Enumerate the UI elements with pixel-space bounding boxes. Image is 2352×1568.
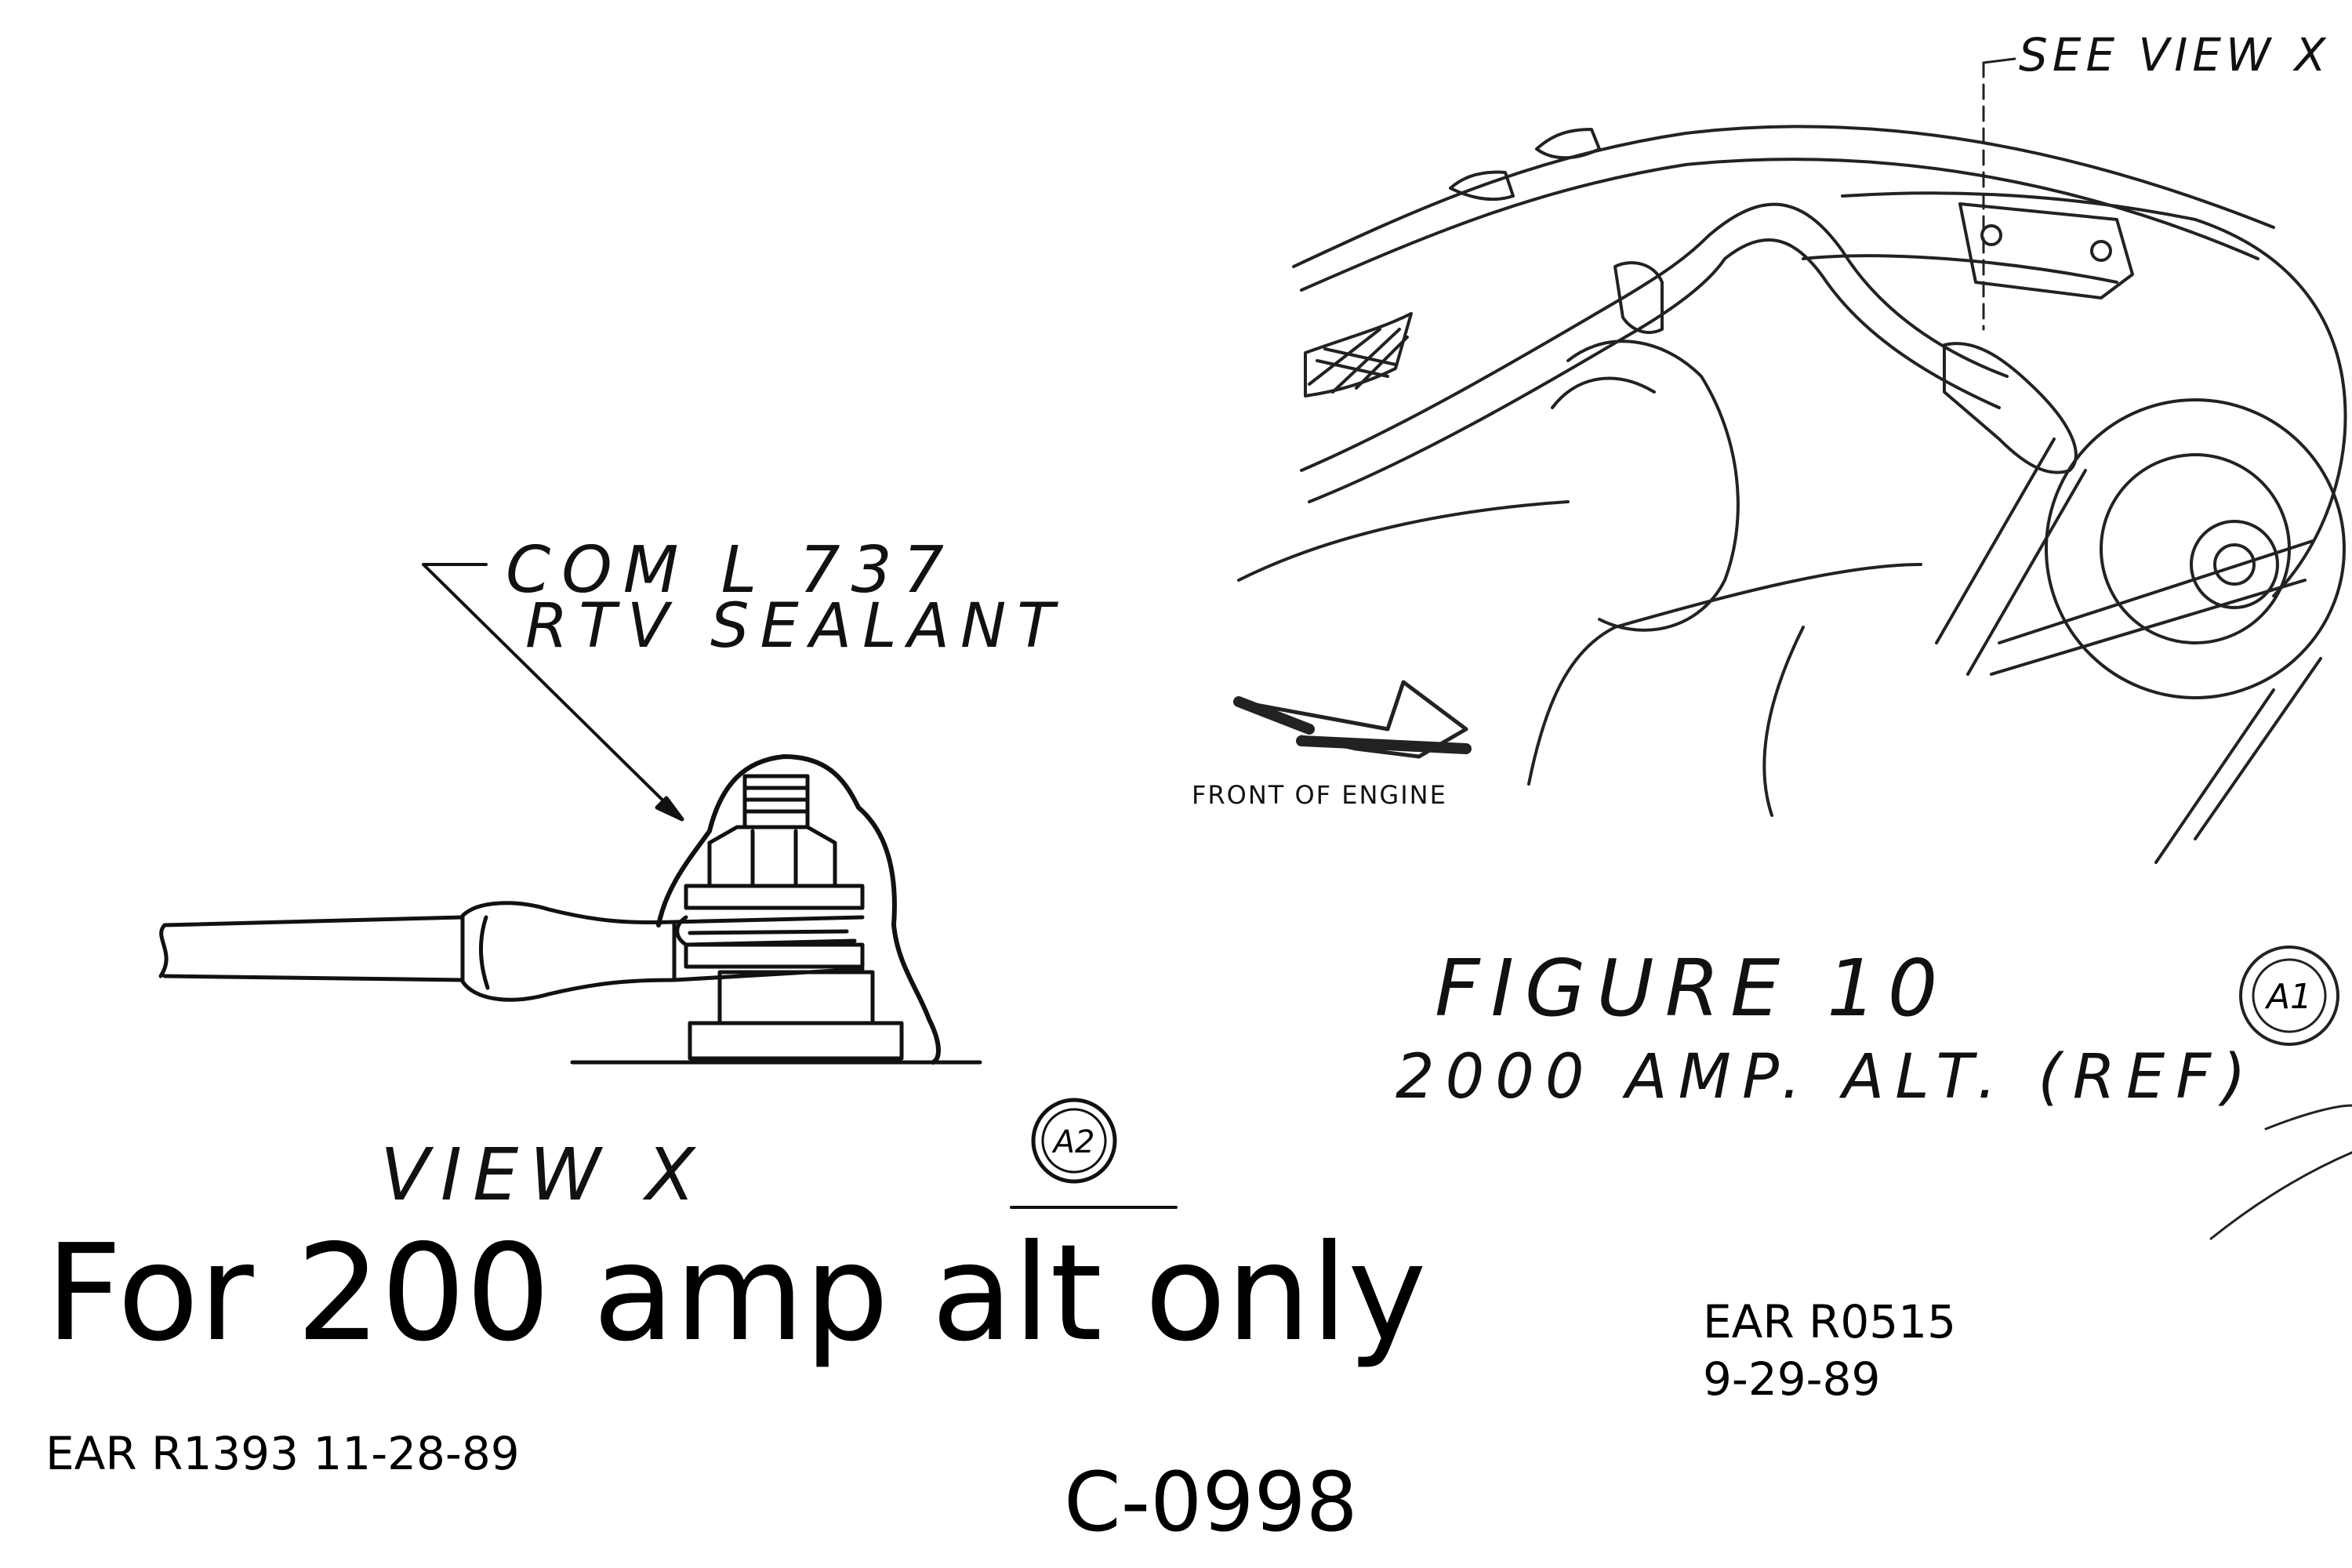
figure-title: FIGURE 10: [1435, 942, 1948, 1034]
harness-upper: [1292, 125, 2275, 268]
callout-arrowhead: [655, 796, 684, 822]
connector-2: [1535, 128, 1601, 160]
ear-right-line2: 9-29-89: [1703, 1352, 1881, 1406]
ear-right-line1: EAR R0515: [1703, 1295, 1956, 1348]
main-caption: For 200 amp alt only: [45, 1216, 1427, 1371]
stamp-a2-inner: [1041, 1108, 1107, 1174]
terminal-boot: [460, 901, 677, 1002]
stamp-a1-outer: [2239, 946, 2339, 1046]
alternator-body: [1841, 191, 2347, 597]
main-cable: [1300, 202, 2009, 472]
stamp-a1-label: A1: [2264, 977, 2312, 1017]
nut: [707, 825, 837, 888]
front-arrow-shadow: [1233, 696, 1472, 754]
view-x-detail: [158, 563, 1178, 1209]
drive-belt: [1935, 437, 2322, 864]
rtv-sealant-outline: [656, 754, 941, 1065]
callout-text-line1: COM L 737: [506, 533, 955, 608]
connector-1: [1449, 170, 1515, 201]
stamp-a2-outer: [1031, 1098, 1117, 1184]
drawing-code: C-0998: [1064, 1454, 1358, 1550]
figure-subtitle: 2000 AMP. ALT. (REF): [1396, 1042, 2257, 1112]
engine-figure: [1233, 57, 2352, 1240]
pulley-hub: [2190, 520, 2279, 609]
mount-base: [688, 1021, 904, 1061]
mount-bracket: [1958, 202, 2134, 299]
front-of-engine-label: FRONT OF ENGINE: [1192, 780, 1447, 810]
stamp-a2-label: A2: [1051, 1124, 1095, 1160]
washer-top: [684, 884, 865, 910]
engine-body: [1566, 339, 1740, 632]
corner-sketch: [2209, 1104, 2352, 1240]
stud-base: [717, 970, 875, 1025]
cable-boot: [1943, 342, 2078, 474]
cable-end-cut: [158, 923, 169, 978]
stamp-a1-inner: [2252, 958, 2327, 1033]
callout-text-line2: RTV SEALANT: [525, 591, 1065, 662]
see-view-label: SEE VIEW X: [2019, 28, 2331, 82]
cable: [162, 915, 465, 982]
alternator-pulley-outer: [2045, 398, 2346, 699]
callout-leader: [422, 563, 684, 821]
ear-left-caption: EAR R1393 11-28-89: [45, 1427, 520, 1480]
washer-lower: [684, 942, 865, 969]
engine-lower-lines: [1237, 500, 1922, 786]
cable-clamp: [1613, 261, 1664, 334]
view-x-title: VIEW X: [380, 1133, 706, 1217]
